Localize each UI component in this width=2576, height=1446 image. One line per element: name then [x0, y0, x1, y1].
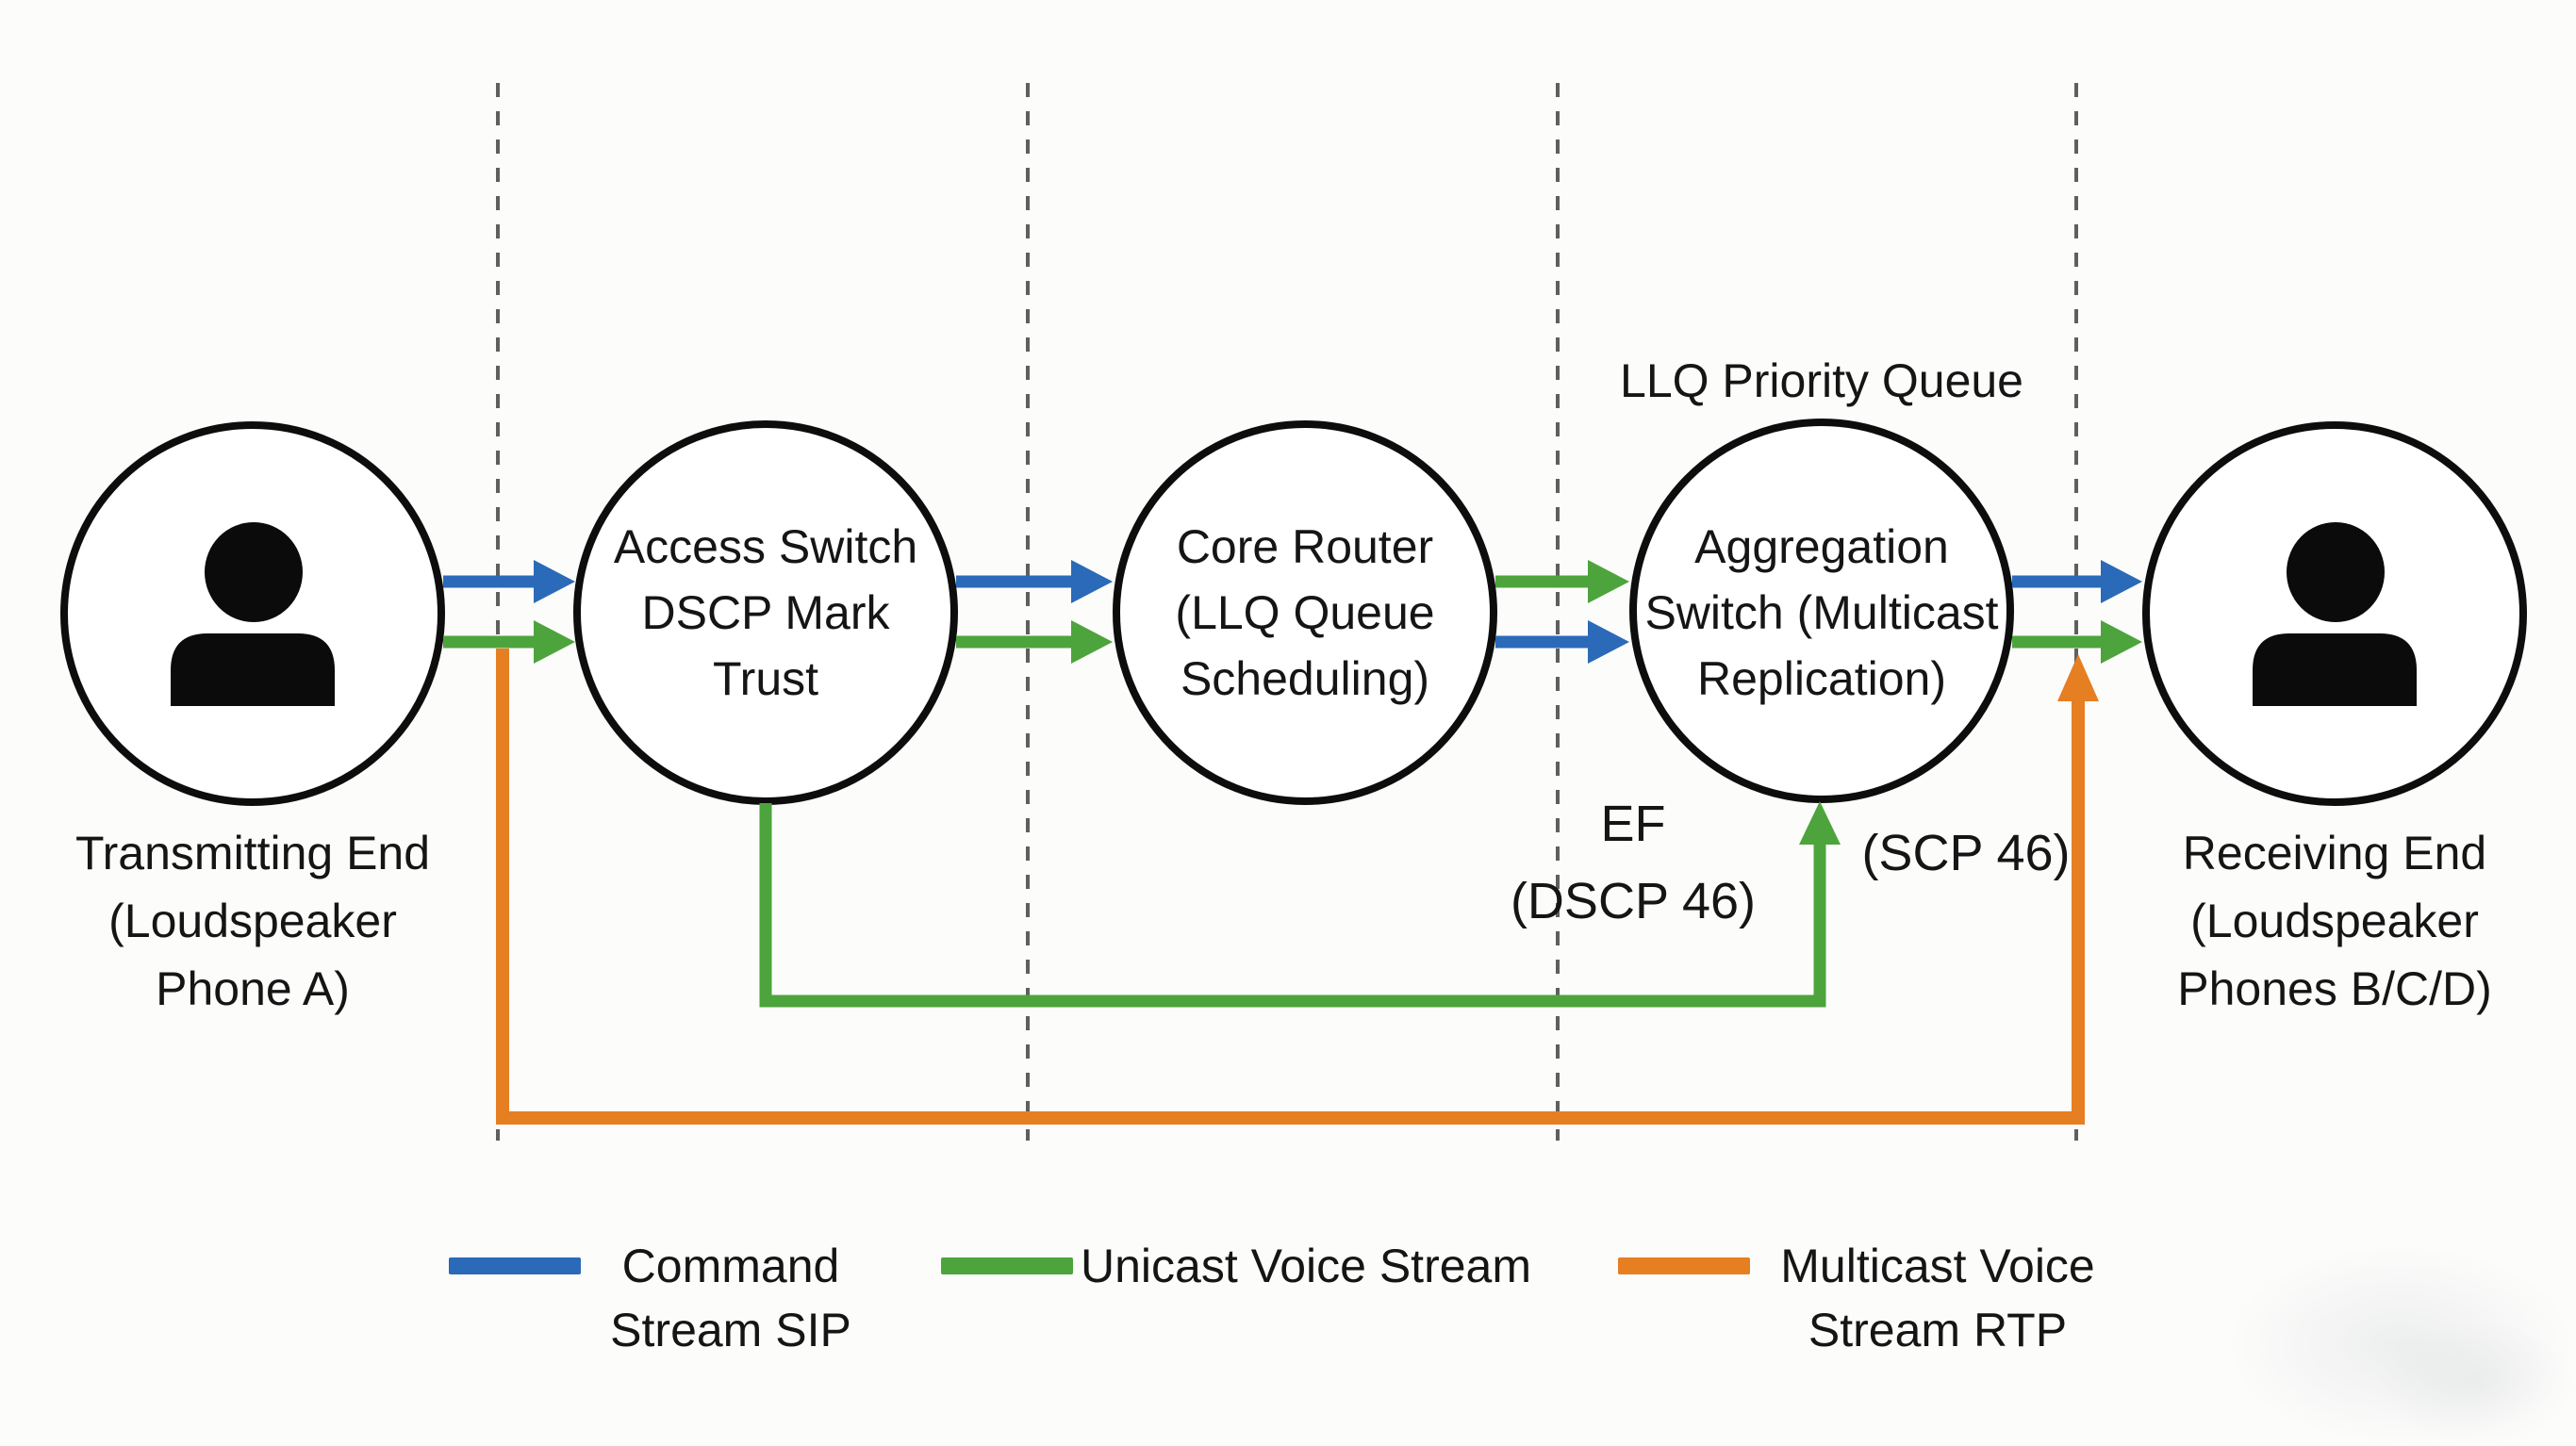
multicast-stream-path	[496, 649, 2085, 1125]
node-label-aggregation: Aggregation Switch (Multicast Replicatio…	[1644, 514, 1998, 712]
legend-label-command: Command Stream SIP	[610, 1234, 851, 1362]
annotation-ef-dscp46: EF (DSCP 46)	[1511, 785, 1756, 940]
label-line: Aggregation	[1694, 520, 1949, 573]
label-line: Transmitting End	[74, 827, 431, 879]
person-icon	[2253, 522, 2417, 706]
label-line: Phone A)	[156, 962, 350, 1015]
watermark-smudge	[2225, 1244, 2576, 1446]
command-arrowhead-icon-3	[1588, 620, 1629, 664]
command-arrowhead-icon-1	[534, 560, 575, 603]
legend-swatch-command-icon	[449, 1257, 581, 1274]
legend-label-unicast: Unicast Voice Stream	[1081, 1240, 1531, 1292]
legend-swatch-unicast-icon	[941, 1257, 1073, 1274]
label-line: (LLQ Queue	[1175, 586, 1435, 639]
label-line: Access Switch	[613, 520, 918, 573]
label-line: Multicast Voice	[1780, 1240, 2095, 1292]
command-arrowhead-icon-2	[1071, 560, 1113, 603]
node-label-receiving: Receiving End (Loudspeaker Phones B/C/D)	[2177, 819, 2491, 1023]
label-line: Scheduling)	[1180, 652, 1430, 705]
node-label-transmitting: Transmitting End (Loudspeaker Phone A)	[75, 819, 430, 1023]
label-line: Receiving End	[2182, 827, 2487, 879]
label-line: Stream SIP	[610, 1304, 851, 1356]
unicast-arrowhead-icon-3	[1588, 560, 1629, 603]
node-circle-core	[1113, 420, 1497, 805]
label-line: Trust	[712, 652, 819, 705]
node-label-access: Access Switch DSCP Mark Trust	[614, 514, 917, 712]
unicast-reroute-path	[759, 803, 1826, 1008]
legend-label-multicast: Multicast Voice Stream RTP	[1780, 1234, 2094, 1362]
node-circle-aggregation	[1629, 419, 2014, 803]
label-line: Command	[621, 1240, 840, 1292]
command-arrowhead-icon-4	[2101, 560, 2142, 603]
label-line: DSCP Mark	[641, 586, 890, 639]
unicast-arrowhead-icon-1	[534, 620, 575, 664]
label-line: Core Router	[1176, 520, 1434, 573]
annotation-llq-priority-queue: LLQ Priority Queue	[1620, 354, 2023, 407]
label-line: Replication)	[1696, 652, 1947, 705]
label-line: Switch (Multicast	[1644, 586, 1999, 639]
watermark-smudge	[2376, 1320, 2576, 1446]
label-line: (DSCP 46)	[1510, 873, 1757, 929]
annotation-scp46: (SCP 46)	[1861, 825, 2071, 881]
label-line: (Loudspeaker	[108, 895, 397, 947]
unicast-arrowhead-icon-4	[2101, 620, 2142, 664]
node-circle-access	[573, 420, 958, 805]
unicast-reroute-arrowhead-icon	[1799, 801, 1841, 845]
label-line: Stream RTP	[1808, 1304, 2068, 1356]
node-label-core: Core Router (LLQ Queue Scheduling)	[1175, 514, 1434, 712]
label-line: Phones B/C/D)	[2177, 962, 2492, 1015]
label-line: (Loudspeaker	[2190, 895, 2479, 947]
unicast-arrowhead-icon-2	[1071, 620, 1113, 664]
multicast-stream-arrowhead-icon	[2057, 654, 2099, 701]
person-icon	[171, 522, 335, 706]
label-line: EF	[1600, 796, 1666, 852]
legend-swatch-multicast-icon	[1618, 1257, 1750, 1274]
